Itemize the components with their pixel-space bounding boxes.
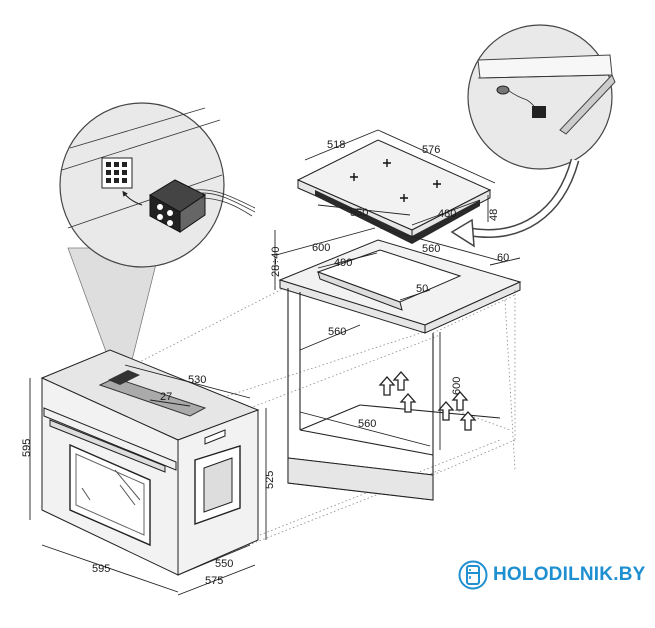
oven (40, 349, 260, 576)
connector-plug-icon (149, 179, 256, 233)
brand-logo: HOLODILNIK.BY (458, 560, 646, 590)
dim-worktop-rear: 60 (497, 252, 509, 264)
dim-oven-height-body: 525 (264, 471, 276, 489)
cooking-zone-icon (350, 159, 441, 202)
connector-magnifier (59, 102, 256, 369)
dimension-labels: 518 576 550 480 48 600 560 28÷40 490 50 … (21, 139, 509, 587)
dim-oven-total-depth: 575 (205, 575, 223, 587)
airflow-arrow-icon (378, 371, 477, 431)
cabinet (278, 239, 522, 501)
dim-hob-cut-width: 550 (350, 207, 368, 219)
dim-cabinet-height: 600 (451, 377, 463, 395)
dim-hob-depth: 518 (327, 139, 345, 151)
dim-worktop-inner: 490 (334, 257, 352, 269)
connector-socket-icon (101, 157, 133, 189)
fridge-icon (458, 560, 488, 590)
dim-hob-width: 576 (422, 144, 440, 156)
dim-oven-body-depth: 550 (215, 558, 233, 570)
dim-oven-width: 595 (92, 563, 110, 575)
dim-oven-depth: 530 (188, 374, 206, 386)
cable-clip-icon (496, 85, 546, 118)
dimension-lines (29, 129, 521, 596)
dim-worktop-edge: 50 (416, 283, 428, 295)
glass-reflection-icon (81, 469, 141, 506)
dim-worktop-cut-depth: 600 (312, 242, 330, 254)
dim-worktop-cut-width: 560 (422, 243, 440, 255)
dim-hob-cut-depth: 480 (438, 208, 456, 220)
dim-worktop-thickness: 28÷40 (270, 246, 282, 277)
brand-text: HOLODILNIK.BY (493, 564, 646, 585)
dim-cabinet-width-bottom: 560 (358, 418, 376, 430)
dim-cabinet-width-top: 560 (328, 326, 346, 338)
cable-magnifier (450, 24, 616, 248)
dim-oven-height-front: 595 (21, 439, 33, 457)
dim-oven-front-step: 27 (160, 391, 172, 403)
dim-hob-height: 48 (488, 209, 500, 221)
